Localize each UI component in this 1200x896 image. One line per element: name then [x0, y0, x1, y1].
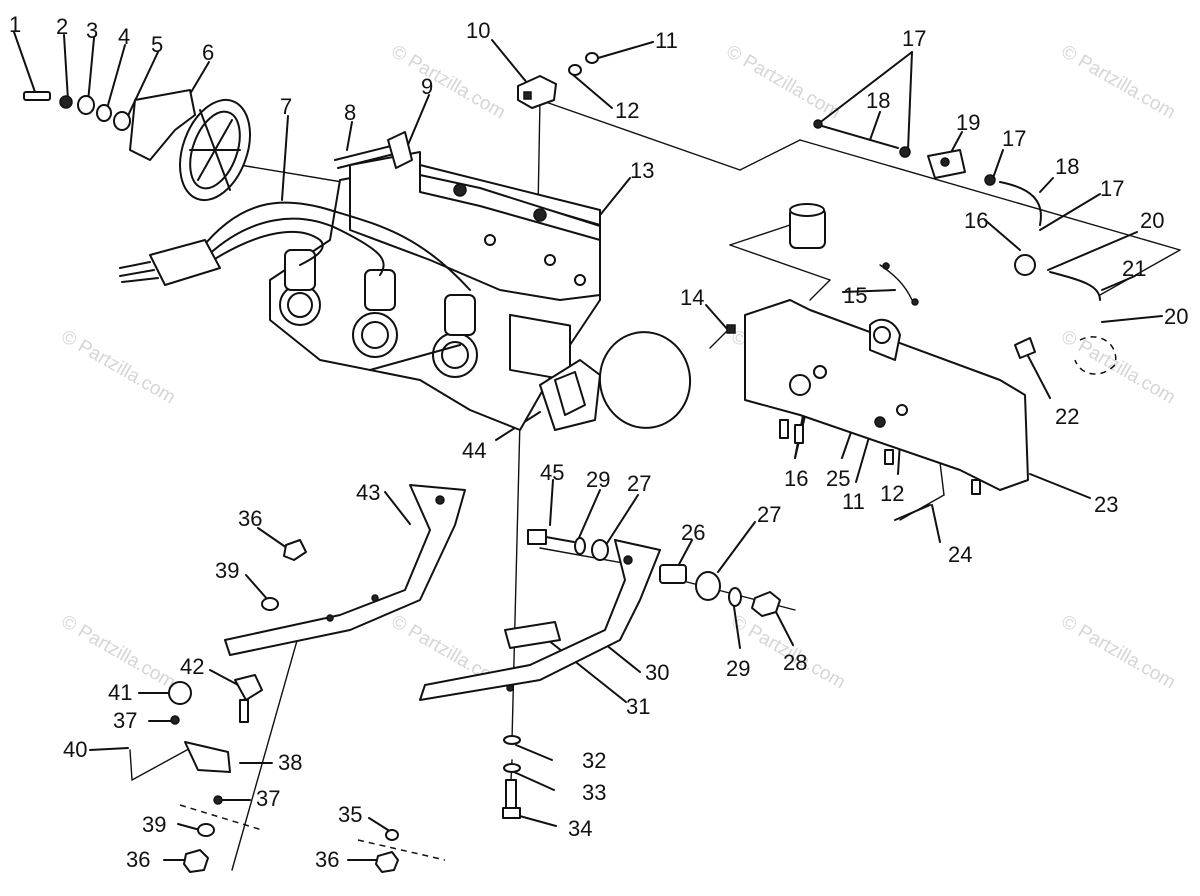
- watermark: © Partzilla.com: [723, 41, 844, 123]
- callout-37: 37: [113, 708, 137, 733]
- fuel-components: [789, 119, 1117, 375]
- watermark: © Partzilla.com: [1058, 611, 1179, 693]
- callout-20: 20: [1140, 208, 1164, 233]
- callout-12: 12: [615, 98, 639, 123]
- callout-labels: 1 2 3 4 5 6 7 8 9 10 11 12 13 14 15 16 1…: [9, 12, 1188, 872]
- air-filter-assembly: [23, 89, 251, 202]
- callout-16: 16: [964, 208, 988, 233]
- callout-42: 42: [180, 654, 204, 679]
- callout-40: 40: [63, 737, 87, 762]
- callout-14: 14: [680, 285, 704, 310]
- callout-17: 17: [1002, 126, 1026, 151]
- callout-32: 32: [582, 748, 606, 773]
- spark-plug-wire: [334, 131, 413, 169]
- callout-5: 5: [151, 32, 163, 57]
- callout-16: 16: [784, 466, 808, 491]
- callout-9: 9: [421, 74, 433, 99]
- callout-18: 18: [1055, 154, 1079, 179]
- callout-17: 17: [902, 26, 926, 51]
- watermark: © Partzilla.com: [388, 41, 509, 123]
- callout-37: 37: [256, 786, 280, 811]
- callout-4: 4: [118, 24, 130, 49]
- watermark: © Partzilla.com: [58, 326, 179, 408]
- recoil-starter: [539, 331, 692, 431]
- callout-36: 36: [315, 847, 339, 872]
- callout-17: 17: [1100, 176, 1124, 201]
- callout-2: 2: [56, 14, 68, 39]
- callout-10: 10: [466, 18, 490, 43]
- callout-44: 44: [462, 438, 486, 463]
- bracket: [517, 52, 599, 109]
- callout-3: 3: [86, 18, 98, 43]
- lower-hardware: [168, 539, 521, 873]
- mounting-hardware: [527, 529, 781, 617]
- mounting-plate: [709, 299, 1029, 521]
- callout-43: 43: [356, 480, 380, 505]
- callout-22: 22: [1055, 404, 1079, 429]
- callout-12: 12: [880, 481, 904, 506]
- callout-11: 11: [842, 489, 865, 514]
- leader-lines: [13, 31, 1163, 861]
- callout-15: 15: [843, 283, 867, 308]
- callout-25: 25: [826, 466, 850, 491]
- wiring-harness: [119, 201, 471, 291]
- callout-28: 28: [783, 650, 807, 675]
- frame-brackets: [224, 484, 661, 701]
- callout-27: 27: [757, 502, 781, 527]
- callout-36: 36: [126, 847, 150, 872]
- callout-21: 21: [1122, 256, 1146, 281]
- callout-6: 6: [202, 40, 214, 65]
- callout-38: 38: [278, 750, 302, 775]
- callout-35: 35: [338, 802, 362, 827]
- callout-30: 30: [645, 660, 669, 685]
- callout-41: 41: [108, 680, 132, 705]
- callout-7: 7: [280, 94, 292, 119]
- callout-45: 45: [540, 460, 564, 485]
- callout-29: 29: [586, 467, 610, 492]
- callout-31: 31: [626, 694, 650, 719]
- callout-13: 13: [630, 158, 654, 183]
- callout-29: 29: [726, 656, 750, 681]
- engine-block: [269, 151, 601, 431]
- callout-19: 19: [956, 110, 980, 135]
- callout-39: 39: [142, 812, 166, 837]
- callout-23: 23: [1094, 492, 1118, 517]
- callout-26: 26: [681, 520, 705, 545]
- watermark: © Partzilla.com: [1058, 326, 1179, 408]
- callout-11: 11: [655, 28, 678, 53]
- callout-1: 1: [9, 12, 21, 37]
- callout-34: 34: [568, 816, 592, 841]
- callout-24: 24: [948, 542, 972, 567]
- callout-20: 20: [1164, 304, 1188, 329]
- callout-8: 8: [344, 100, 356, 125]
- callout-18: 18: [866, 88, 890, 113]
- callout-27: 27: [627, 471, 651, 496]
- callout-36: 36: [238, 506, 262, 531]
- callout-33: 33: [582, 780, 606, 805]
- watermark: © Partzilla.com: [1058, 41, 1179, 123]
- callout-39: 39: [215, 558, 239, 583]
